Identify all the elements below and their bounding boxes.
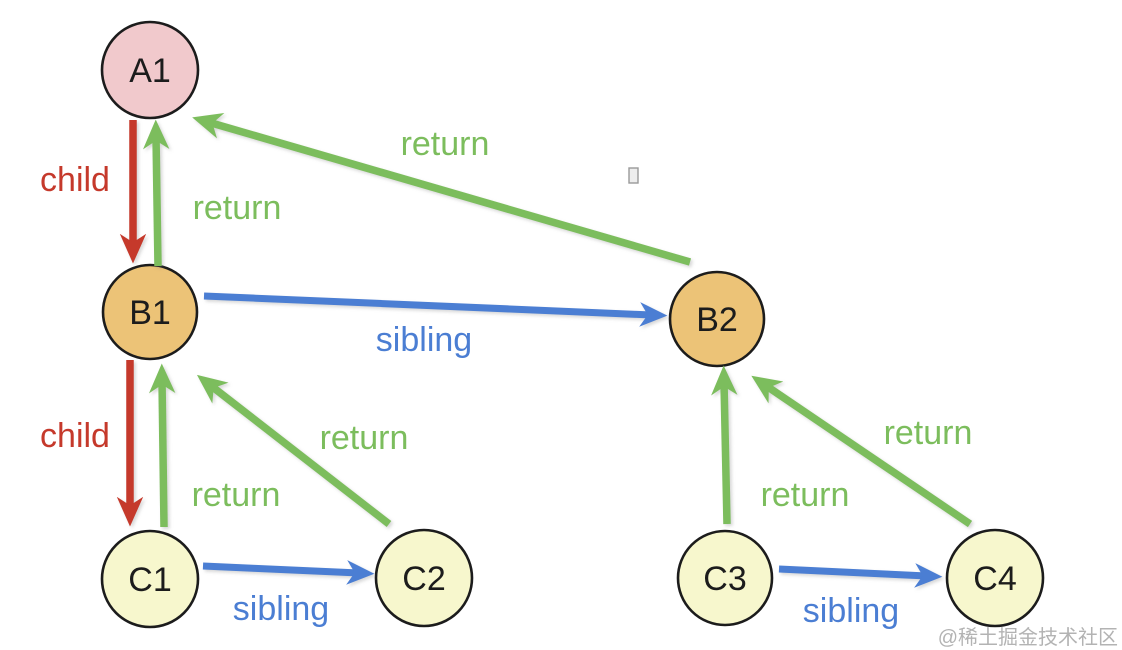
node-b2-label: B2	[696, 301, 738, 339]
node-c2-circle	[374, 528, 474, 628]
edge-label-return-c2-b1: return	[320, 419, 409, 457]
edge-sibling-c1-c2	[202, 560, 375, 585]
edge-return-c3-b2	[711, 365, 738, 525]
edge-label-child-a1-b1: child	[40, 161, 110, 199]
edge-return-b2-a1	[192, 113, 692, 266]
node-c1-label: C1	[128, 561, 171, 599]
edge-labels: child return return sibling child return…	[40, 125, 972, 630]
node-b1-circle	[101, 263, 199, 361]
node-b2: B2	[668, 270, 766, 368]
edge-sibling-b1-b2	[203, 292, 668, 327]
edge-label-return-b1-a1: return	[193, 189, 282, 227]
edge-return-c1-b1	[148, 363, 176, 528]
edge-label-child-b1-c1: child	[40, 417, 110, 455]
edge-sibling-c3-c4	[778, 563, 943, 588]
edge-label-sibling-c1-c2: sibling	[233, 590, 329, 628]
node-a1-circle	[100, 20, 200, 120]
node-a1: A1	[100, 20, 200, 120]
node-c3: C3	[676, 529, 774, 627]
edge-label-return-c3-b2: return	[761, 476, 850, 514]
edge-label-sibling-c3-c4: sibling	[803, 592, 899, 630]
node-c1-circle	[100, 529, 200, 629]
edge-return-b1-a1	[143, 119, 170, 267]
node-c2-label: C2	[402, 560, 445, 598]
watermark: @稀土掘金技术社区	[938, 626, 1118, 649]
node-c3-label: C3	[703, 560, 746, 598]
edge-return-c2-b1	[196, 374, 392, 527]
edge-label-return-c4-b2: return	[884, 414, 973, 452]
node-b1: B1	[101, 263, 199, 361]
edge-label-return-c1-b1: return	[192, 476, 281, 514]
node-c1: C1	[100, 529, 200, 629]
node-b1-label: B1	[129, 294, 171, 332]
node-c4-label: C4	[973, 560, 1016, 598]
node-c3-circle	[676, 529, 774, 627]
edge-return-c4-b2	[751, 375, 973, 528]
stray-cursor-artifact	[628, 167, 639, 184]
node-a1-label: A1	[129, 52, 171, 90]
edges	[116, 113, 973, 588]
edge-label-return-b2-a1: return	[401, 125, 490, 163]
node-c2: C2	[374, 528, 474, 628]
node-c4: C4	[945, 528, 1045, 628]
edge-label-sibling-b1-b2: sibling	[376, 321, 472, 359]
node-c4-circle	[945, 528, 1045, 628]
